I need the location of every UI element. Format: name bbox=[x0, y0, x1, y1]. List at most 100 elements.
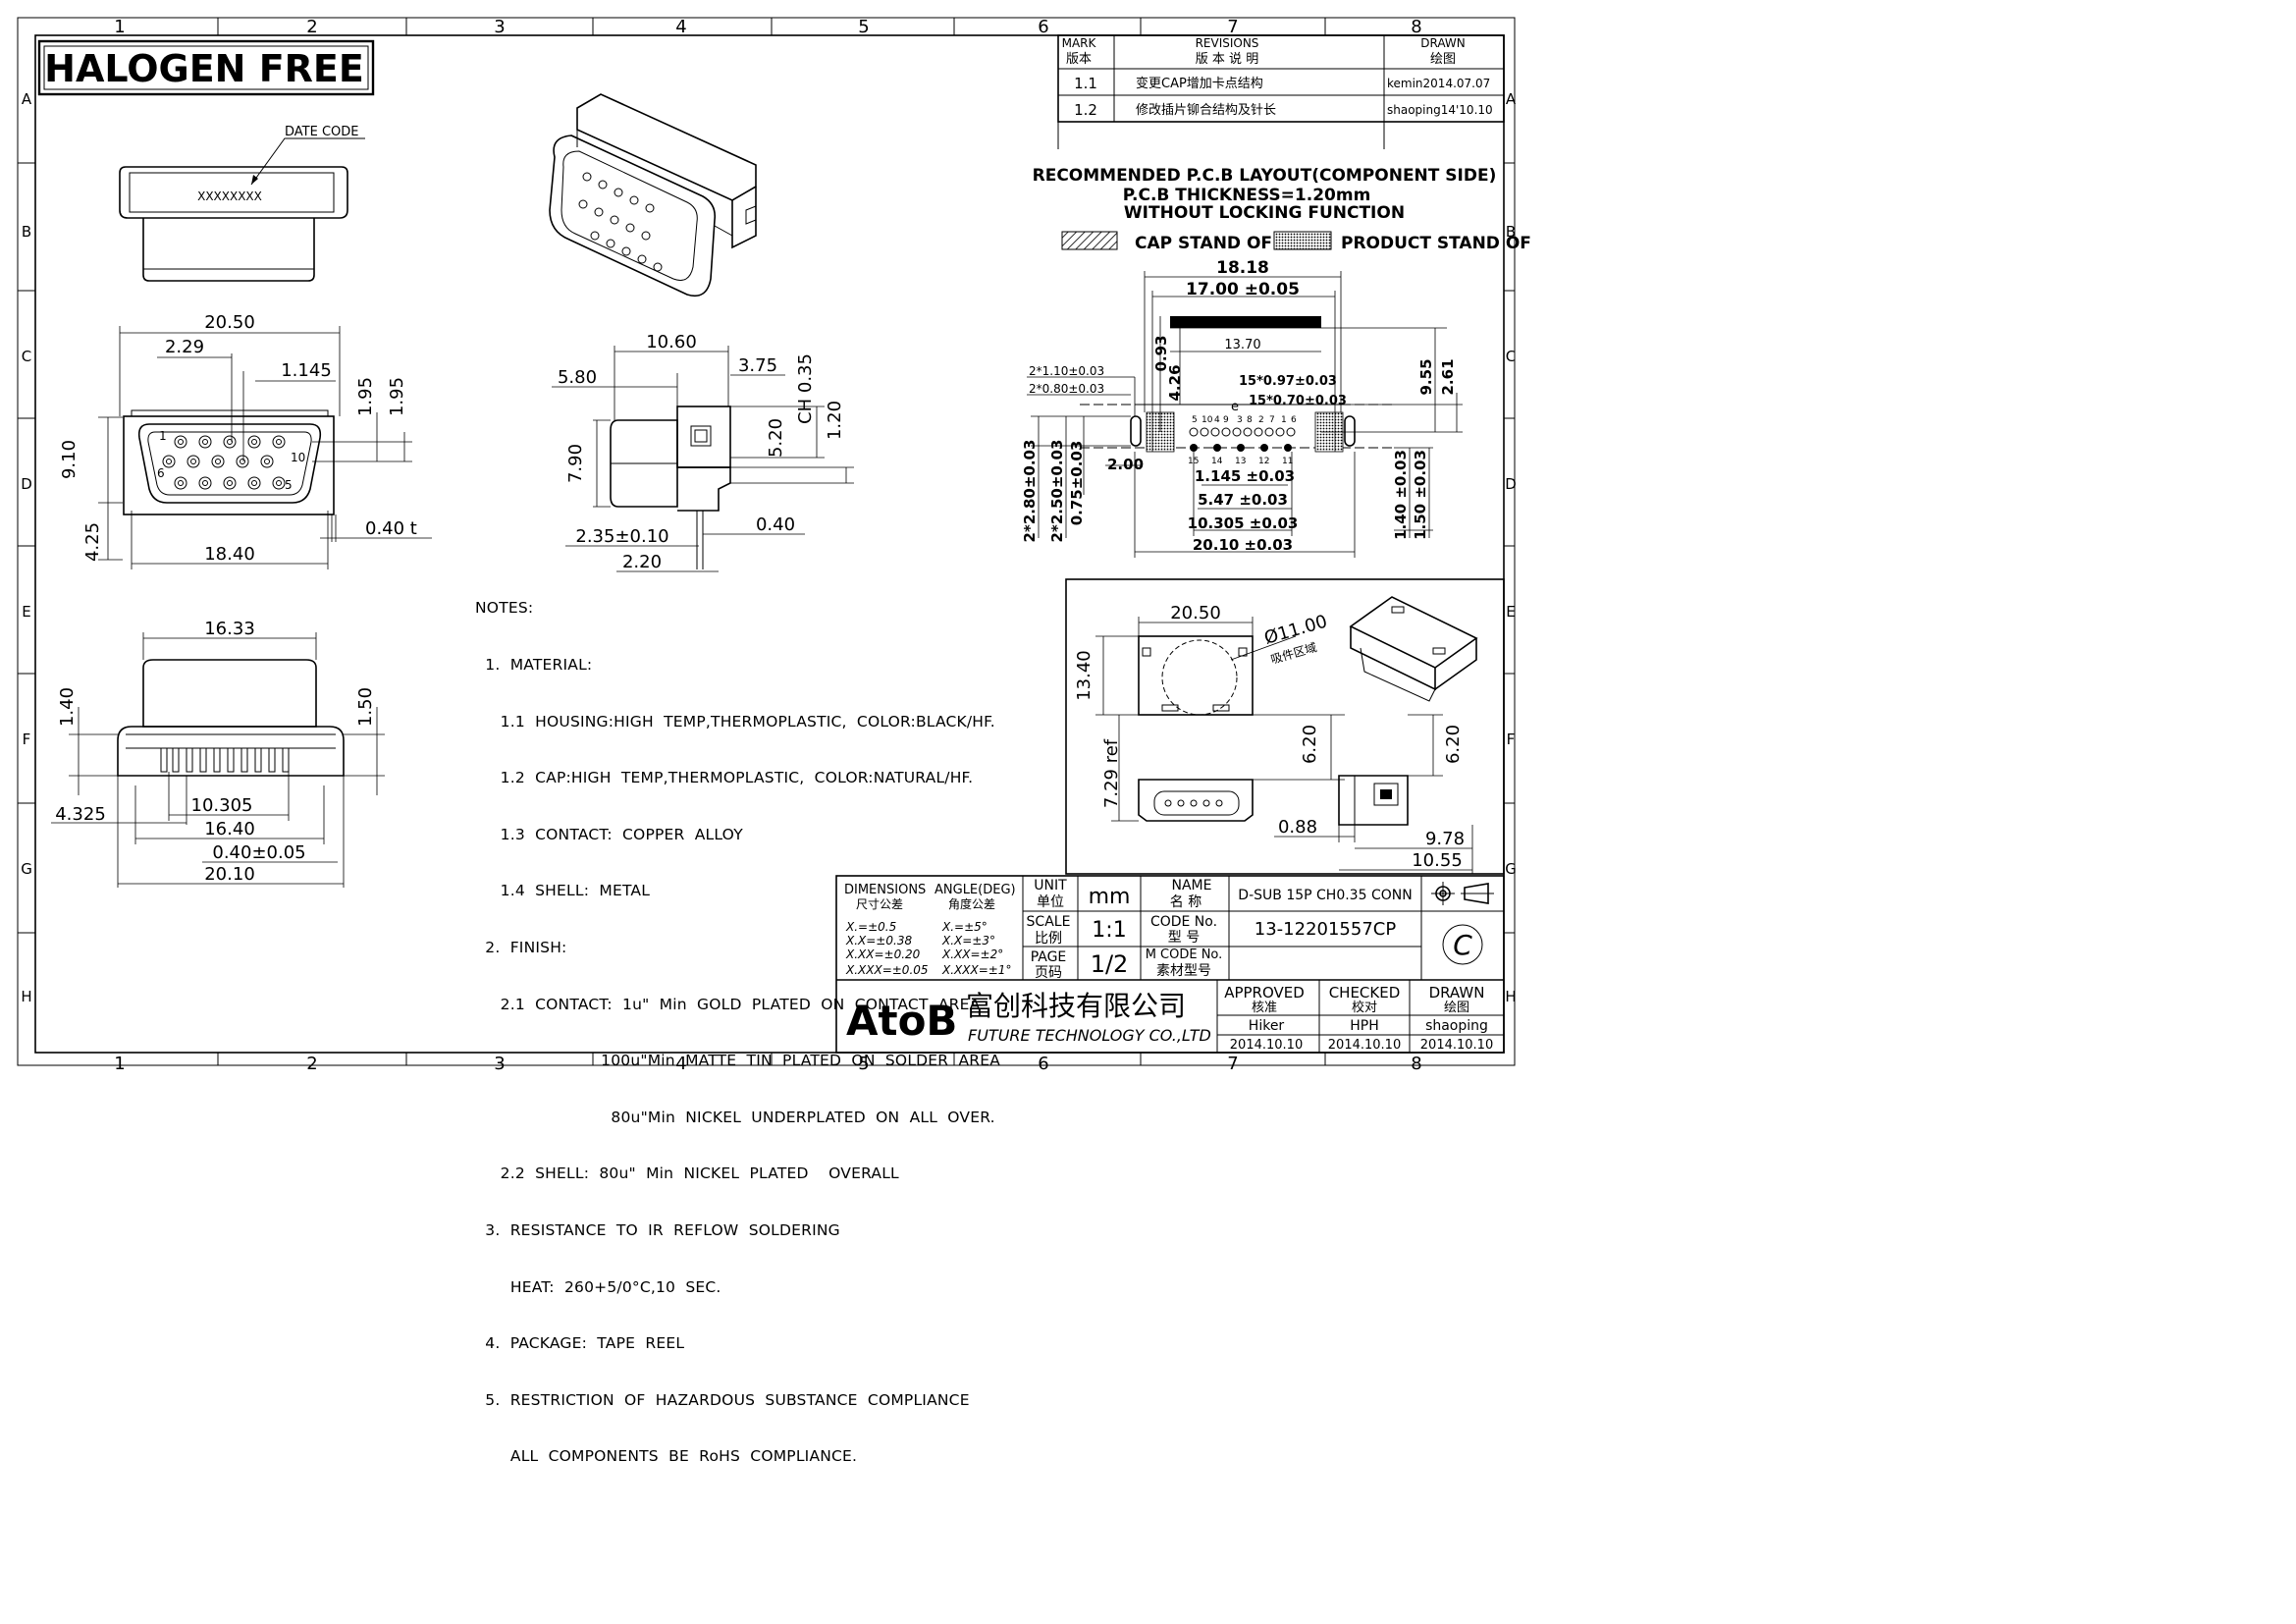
pcb-dim-10305: 10.305 ±0.03 bbox=[1188, 514, 1299, 532]
pin-label: 5 bbox=[285, 478, 293, 492]
pcb-holes-top bbox=[1189, 427, 1296, 437]
tb-name-label: NAME bbox=[1172, 878, 1212, 893]
bottom-view: 16.33 1.40 1.50 10.305 4.325 16.40 0.40±… bbox=[51, 619, 385, 888]
tb-checked-cn: 校对 bbox=[1352, 1000, 1377, 1015]
tb-page-cn: 页码 bbox=[1035, 965, 1062, 981]
projection-symbol bbox=[1431, 882, 1494, 905]
tb-approved-cn: 核准 bbox=[1252, 1001, 1277, 1015]
drawing-sheet: 1 2 3 4 5 6 7 8 1 2 3 4 5 6 7 8 A B C D … bbox=[17, 17, 1531, 1074]
halogen-free-badge: HALOGEN FREE bbox=[37, 39, 375, 96]
dim-bottom: 4.25 bbox=[82, 522, 103, 562]
pin-label: 10 bbox=[291, 451, 305, 464]
notes-block: NOTES: 1. MATERIAL: 1.1 HOUSING:HIGH TEM… bbox=[475, 562, 1000, 1486]
dim-220: 2.20 bbox=[622, 552, 662, 572]
pcb-title-line: P.C.B THICKNESS=1.20mm bbox=[1123, 186, 1371, 205]
rev-header-drawn: DRAWN bbox=[1420, 36, 1466, 50]
tb-scale-value: 1:1 bbox=[1092, 918, 1126, 943]
tolerance-list: X.=±0.5 X.=±5° X.X=±0.38 X.X=±3° X.XX=±0… bbox=[845, 920, 1011, 977]
tb-tol-ang: X.=±5° bbox=[941, 920, 988, 934]
revision-table: MARK 版本 REVISIONS 版 本 说 明 DRAWN 绘图 1.1 变… bbox=[1057, 34, 1505, 149]
tb-approved-name: Hiker bbox=[1249, 1018, 1285, 1034]
product-standoff-swatch bbox=[1273, 231, 1332, 250]
dim-pitch: 1.145 bbox=[281, 360, 332, 381]
pcb-dim-v-a: 2*2.80±0.03 bbox=[1021, 440, 1039, 543]
col-label: 3 bbox=[494, 17, 505, 37]
dim-row-pitch-b: 1.95 bbox=[387, 377, 407, 416]
dim-right-height: 1.50 bbox=[355, 687, 376, 727]
rev-row-drawn: kemin2014.07.07 bbox=[1387, 77, 1490, 90]
tb-tol-ang: X.X=±3° bbox=[941, 934, 995, 947]
pcb-dim-v-b: 2*2.50±0.03 bbox=[1048, 440, 1066, 543]
dim-height: 9.10 bbox=[59, 440, 80, 479]
col-label: 6 bbox=[1038, 17, 1048, 37]
pcb-dim-slot-b: 2*0.80±0.03 bbox=[1029, 382, 1104, 396]
pcb-dim-slot-a: 2*1.10±0.03 bbox=[1029, 364, 1104, 378]
dim-790: 7.90 bbox=[565, 444, 586, 483]
company-name-en: FUTURE TECHNOLOGY CO.,LTD bbox=[968, 1026, 1211, 1045]
pp-dim-ref: 7.29 ref bbox=[1101, 738, 1122, 808]
dim-120: 1.20 bbox=[825, 401, 845, 440]
pin-label: 6 bbox=[157, 466, 165, 480]
pcb-pin-number: 4 bbox=[1214, 415, 1220, 425]
halogen-free-label: HALOGEN FREE bbox=[44, 47, 364, 90]
pp-dim-620a: 6.20 bbox=[1300, 725, 1320, 764]
note-line: 5. RESTRICTION OF HAZARDOUS SUBSTANCE CO… bbox=[475, 1390, 970, 1409]
dim-depth: 10.60 bbox=[646, 332, 697, 352]
front-pins bbox=[162, 435, 286, 490]
company-logo: AtoB bbox=[846, 997, 957, 1045]
pp-dim-circle: Ø11.00 bbox=[1262, 612, 1330, 649]
pick-place-pins bbox=[1164, 799, 1223, 807]
pp-dim-620b: 6.20 bbox=[1443, 725, 1464, 764]
pcb-pin-number: 13 bbox=[1235, 457, 1246, 466]
dim-thickness: 0.40 t bbox=[365, 518, 417, 539]
dim-ch: CH 0.35 bbox=[795, 353, 816, 424]
pick-place-view: 20.50 Ø11.00 吸件区域 13.40 6.20 6.20 7.29 r… bbox=[1065, 578, 1505, 875]
sheet-frame: 1 2 3 4 5 6 7 8 1 2 3 4 5 6 7 8 A B C D … bbox=[17, 17, 1517, 1074]
pcb-dim-547: 5.47 ±0.03 bbox=[1198, 491, 1288, 509]
tb-page-label: PAGE bbox=[1031, 949, 1067, 965]
dim-pin-span-a: 10.305 bbox=[191, 795, 253, 816]
pcb-dim-r140: 1.40 ±0.03 bbox=[1392, 450, 1410, 540]
row-label: D bbox=[1505, 475, 1517, 493]
col-label: 4 bbox=[675, 17, 686, 37]
dim-offset-b: 3.75 bbox=[738, 355, 777, 376]
rev-header-drawn-cn: 绘图 bbox=[1430, 52, 1456, 67]
tb-code-cn: 型 号 bbox=[1168, 930, 1200, 946]
dim-width-total: 20.50 bbox=[204, 312, 255, 333]
col-label: 5 bbox=[858, 17, 869, 37]
dim-pin-span-b: 16.40 bbox=[204, 819, 255, 839]
pcb-pin-number: 3 bbox=[1237, 415, 1243, 425]
pcb-pin-number: 7 bbox=[1269, 415, 1275, 425]
note-line: ALL COMPONENTS BE RoHS COMPLIANCE. bbox=[475, 1447, 858, 1466]
pcb-dim-top-inner: 17.00 ±0.05 bbox=[1186, 280, 1300, 299]
pcb-dim-2010: 20.10 ±0.03 bbox=[1193, 536, 1293, 554]
row-label: H bbox=[21, 988, 31, 1005]
tb-code-label: CODE No. bbox=[1150, 914, 1217, 930]
tb-name-cn: 名 称 bbox=[1170, 894, 1201, 910]
tb-checked-name: HPH bbox=[1350, 1018, 1379, 1034]
col-label: 7 bbox=[1227, 1054, 1238, 1074]
tb-checked-date: 2014.10.10 bbox=[1328, 1038, 1401, 1053]
pcb-pin-numbers: 5 10 4 9 3 8 2 7 1 6 15 14 13 12 11 bbox=[1188, 415, 1297, 466]
note-line: 1. MATERIAL: bbox=[475, 656, 593, 674]
rev-row-drawn: shaoping14'10.10 bbox=[1387, 103, 1493, 117]
tb-angle-cn: 角度公差 bbox=[948, 896, 995, 911]
row-labels: A B C D E F G H A B C D E F G H bbox=[21, 90, 1517, 1005]
company-name-cn: 富创科技有限公司 bbox=[966, 990, 1186, 1022]
row-label: D bbox=[21, 475, 32, 493]
dim-left-offset: 4.325 bbox=[55, 804, 106, 825]
pcb-dim-1370: 13.70 bbox=[1224, 338, 1260, 352]
tb-tol-dim: X.XXX=±0.05 bbox=[845, 963, 929, 977]
tb-drawn-cn: 绘图 bbox=[1444, 1001, 1469, 1015]
pcb-dim-r150: 1.50 ±0.03 bbox=[1412, 450, 1429, 540]
col-label: 8 bbox=[1411, 1054, 1421, 1074]
col-label: 7 bbox=[1227, 17, 1238, 37]
note-line: 2. FINISH: bbox=[475, 938, 567, 956]
col-label: 6 bbox=[1038, 1054, 1048, 1074]
pcb-pin-number: 6 bbox=[1291, 415, 1297, 425]
column-labels: 1 2 3 4 5 6 7 8 1 2 3 4 5 6 7 8 bbox=[114, 17, 1421, 1074]
tb-unit-value: mm bbox=[1089, 885, 1131, 909]
pcb-title-line: WITHOUT LOCKING FUNCTION bbox=[1124, 203, 1405, 223]
rev-row-mark: 1.1 bbox=[1074, 75, 1097, 92]
rev-row-description: 修改插片铆合结构及针长 bbox=[1136, 103, 1276, 118]
